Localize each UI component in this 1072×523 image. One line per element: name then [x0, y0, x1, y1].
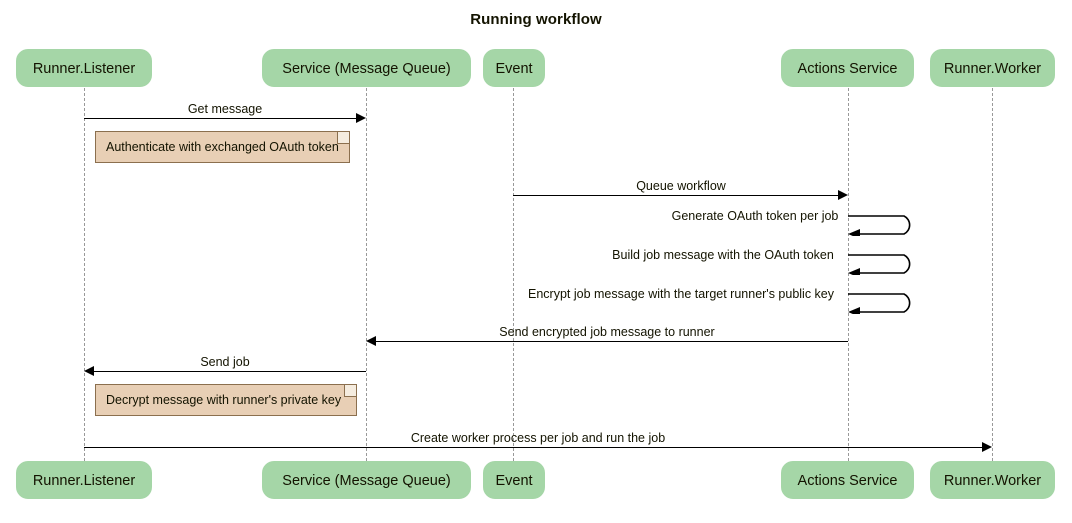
- self-loop-encrypt-job-message-with-the-target-runners-public-key: [846, 292, 920, 314]
- arrowhead-left-send-job: [84, 366, 94, 376]
- message-label-queue-workflow: Queue workflow: [636, 179, 726, 193]
- message-label-create-worker-process-per-job-and-run-the-job: Create worker process per job and run th…: [410, 431, 666, 445]
- note-decrypt: Decrypt message with runner's private ke…: [95, 384, 357, 416]
- note-fold-corner-icon: [344, 385, 356, 397]
- message-line-send-encrypted-job-message-to-runner: [376, 341, 848, 342]
- message-line-send-job: [94, 371, 366, 372]
- arrowhead-right-get-message: [356, 113, 366, 123]
- participant-event-top[interactable]: Event: [483, 49, 545, 87]
- participant-runner-worker-top[interactable]: Runner.Worker: [930, 49, 1055, 87]
- participant-event-bottom[interactable]: Event: [483, 461, 545, 499]
- arrowhead-right-queue-workflow: [838, 190, 848, 200]
- note-fold-corner-icon: [337, 132, 349, 144]
- self-loop-generate-oauth-token-per-job: [846, 214, 920, 236]
- participant-actions-service-bottom[interactable]: Actions Service: [781, 461, 914, 499]
- lifeline-actions-service: [848, 88, 849, 461]
- message-label-send-encrypted-job-message-to-runner: Send encrypted job message to runner: [499, 325, 715, 339]
- message-line-get-message: [84, 118, 356, 119]
- arrowhead-right-create-worker-process-per-job-and-run-the-job: [982, 442, 992, 452]
- self-loop-build-job-message-with-the-oauth-token: [846, 253, 920, 275]
- message-label-encrypt-job-message-with-the-target-runners-public-key: Encrypt job message with the target runn…: [527, 287, 835, 301]
- participant-runner-listener-bottom[interactable]: Runner.Listener: [16, 461, 152, 499]
- message-label-send-job: Send job: [200, 355, 250, 369]
- message-line-create-worker-process-per-job-and-run-the-job: [84, 447, 982, 448]
- note-authenticate-text: Authenticate with exchanged OAuth token: [106, 140, 339, 154]
- note-decrypt-text: Decrypt message with runner's private ke…: [106, 393, 342, 407]
- participant-service-message-queue-bottom[interactable]: Service (Message Queue): [262, 461, 471, 499]
- lifeline-event: [513, 88, 514, 461]
- message-label-get-message: Get message: [187, 102, 263, 116]
- arrowhead-left-send-encrypted-job-message-to-runner: [366, 336, 376, 346]
- participant-service-message-queue-top[interactable]: Service (Message Queue): [262, 49, 471, 87]
- page-title: Running workflow: [470, 11, 602, 28]
- participant-runner-worker-bottom[interactable]: Runner.Worker: [930, 461, 1055, 499]
- lifeline-runner-worker: [992, 88, 993, 461]
- message-label-build-job-message-with-the-oauth-token: Build job message with the OAuth token: [612, 248, 834, 262]
- note-authenticate: Authenticate with exchanged OAuth token: [95, 131, 350, 163]
- message-line-queue-workflow: [513, 195, 838, 196]
- lifeline-runner-listener: [84, 88, 85, 461]
- message-label-generate-oauth-token-per-job: Generate OAuth token per job: [671, 209, 839, 223]
- lifeline-service-message-queue: [366, 88, 367, 461]
- participant-runner-listener-top[interactable]: Runner.Listener: [16, 49, 152, 87]
- participant-actions-service-top[interactable]: Actions Service: [781, 49, 914, 87]
